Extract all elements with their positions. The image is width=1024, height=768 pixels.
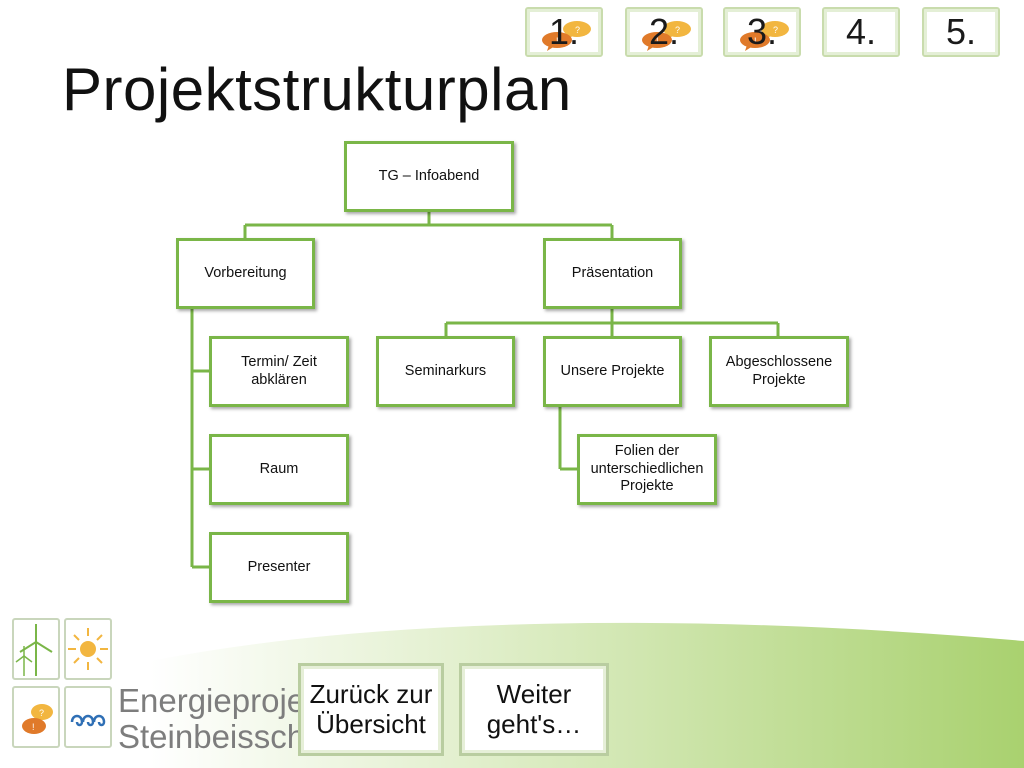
node-folien: Folien der unterschiedlichen Projekte <box>577 434 717 505</box>
node-seminarkurs: Seminarkurs <box>376 336 515 407</box>
step-label: 2. <box>648 11 680 52</box>
page-title: Projektstrukturplan <box>62 56 572 123</box>
svg-text:!: ! <box>556 36 559 46</box>
step-2-button[interactable]: ? ! 2. <box>625 7 703 57</box>
node-vorbereitung: Vorbereitung <box>176 238 315 309</box>
node-praesentation: Präsentation <box>543 238 682 309</box>
node-root: TG – Infoabend <box>344 141 514 212</box>
step-1-button[interactable]: ? ! 1. <box>525 7 603 57</box>
svg-text:?: ? <box>773 25 778 35</box>
step-label: 3. <box>746 11 778 52</box>
svg-text:?: ? <box>675 25 680 35</box>
node-termin: Termin/ Zeit abklären <box>209 336 349 407</box>
svg-text:?: ? <box>575 25 580 35</box>
chat-bubbles-icon: ? ! <box>12 686 60 748</box>
brand-line-1: Energieprojekt <box>118 682 331 719</box>
svg-text:?: ? <box>39 708 44 718</box>
step-label: 5. <box>945 11 977 52</box>
svg-text:!: ! <box>754 36 757 46</box>
node-unsere-projekte: Unsere Projekte <box>543 336 682 407</box>
svg-text:!: ! <box>656 36 659 46</box>
step-label: 4. <box>845 11 877 52</box>
node-raum: Raum <box>209 434 349 505</box>
speech-bubbles-icon: ? ! <box>642 21 691 51</box>
back-to-overview-button[interactable]: Zurück zur Übersicht <box>298 663 444 756</box>
step-5-button[interactable]: 5. <box>922 7 1000 57</box>
step-label: 1. <box>548 11 580 52</box>
node-abgeschlossene-projekte: Abgeschlossene Projekte <box>709 336 849 407</box>
tree-connectors <box>190 211 780 569</box>
svg-text:!: ! <box>32 722 35 732</box>
step-4-button[interactable]: 4. <box>822 7 900 57</box>
sun-icon <box>64 618 112 680</box>
water-waves-icon <box>64 686 112 748</box>
windmill-icon <box>12 618 60 680</box>
speech-bubbles-icon: ? ! <box>740 21 789 51</box>
next-button[interactable]: Weiter geht's… <box>459 663 609 756</box>
speech-bubbles-icon: ? ! <box>542 21 591 51</box>
node-presenter: Presenter <box>209 532 349 603</box>
step-3-button[interactable]: ? ! 3. <box>723 7 801 57</box>
